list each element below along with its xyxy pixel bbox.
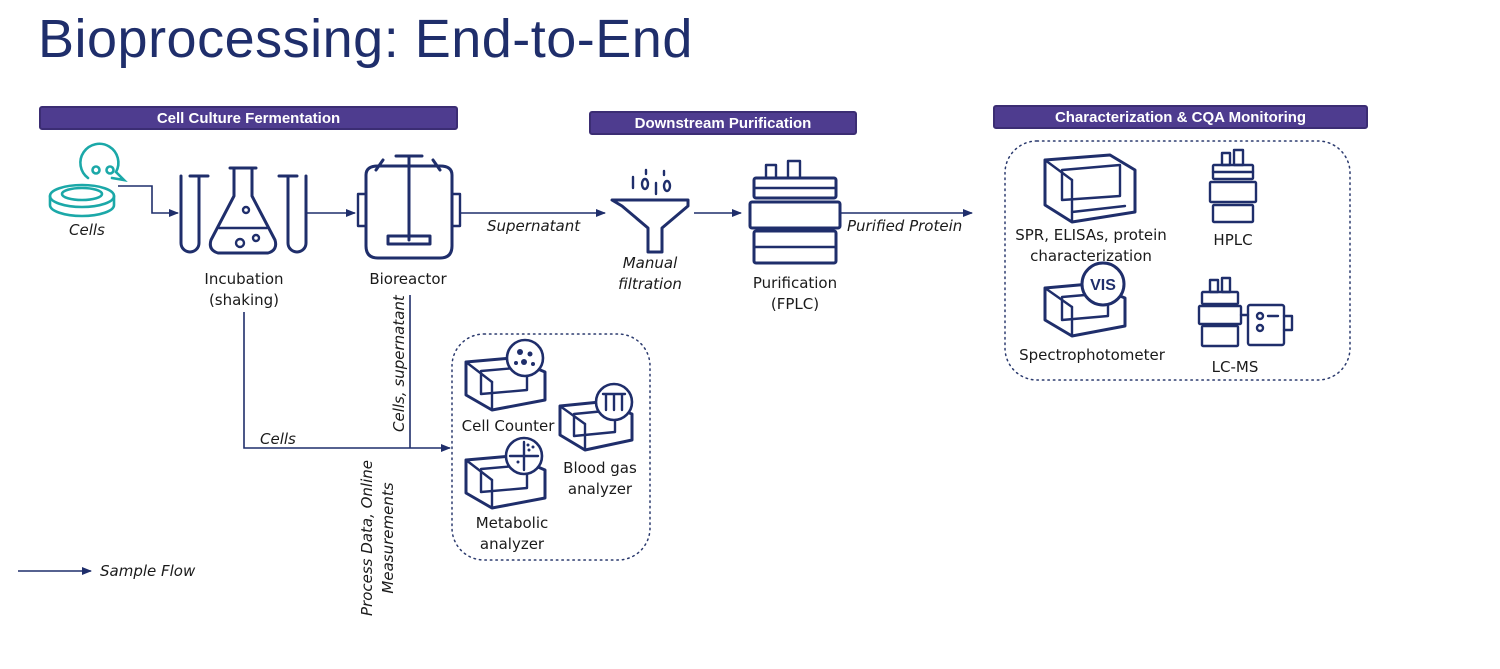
fplc-stack-icon xyxy=(748,159,842,265)
label-cells: Cells xyxy=(69,221,105,239)
label-incubation: Incubation(shaking) xyxy=(204,270,284,309)
petri-dish-icon xyxy=(48,142,128,218)
section-header-characterization: Characterization & CQA Monitoring xyxy=(993,105,1368,129)
arrow-cells-to-incubation xyxy=(118,185,179,217)
shaking-flask-icon xyxy=(179,166,308,255)
label-cell-counter: Cell Counter xyxy=(461,417,555,435)
section-header-downstream: Downstream Purification xyxy=(589,111,857,135)
vis-badge xyxy=(1080,261,1126,307)
bioreactor-icon xyxy=(356,154,462,260)
blood-gas-analyzer-icon xyxy=(558,382,634,452)
section-header-cell-culture: Cell Culture Fermentation xyxy=(39,106,458,130)
page-title: Bioprocessing: End-to-End xyxy=(38,9,693,69)
metabolic-analyzer-icon xyxy=(464,436,547,510)
label-supernatant: Supernatant xyxy=(487,217,581,235)
label-spectrophotometer: Spectrophotometer xyxy=(1019,346,1165,364)
legend-sample-flow: Sample Flow xyxy=(100,562,196,580)
cell-counter-icon xyxy=(464,338,547,412)
label-cells-supernatant: Cells, supernatant xyxy=(390,295,408,432)
label-cells-branch: Cells xyxy=(260,430,296,448)
online-analyzers-group-box xyxy=(451,333,651,561)
label-lcms: LC-MS xyxy=(1211,358,1259,376)
label-purified-protein: Purified Protein xyxy=(847,217,963,235)
hplc-icon xyxy=(1208,148,1258,224)
spectrophotometer-icon xyxy=(1043,261,1127,338)
arrow-cells-branch xyxy=(243,312,451,452)
label-bioreactor: Bioreactor xyxy=(369,270,447,288)
funnel-icon xyxy=(610,168,690,254)
label-purification: Purification(FPLC) xyxy=(752,274,838,313)
vis-badge-text: VIS xyxy=(1090,277,1116,294)
characterization-group-box xyxy=(1004,140,1351,381)
lcms-icon xyxy=(1197,276,1294,348)
label-hplc: HPLC xyxy=(1213,231,1253,249)
spr-instrument-icon xyxy=(1043,153,1137,224)
